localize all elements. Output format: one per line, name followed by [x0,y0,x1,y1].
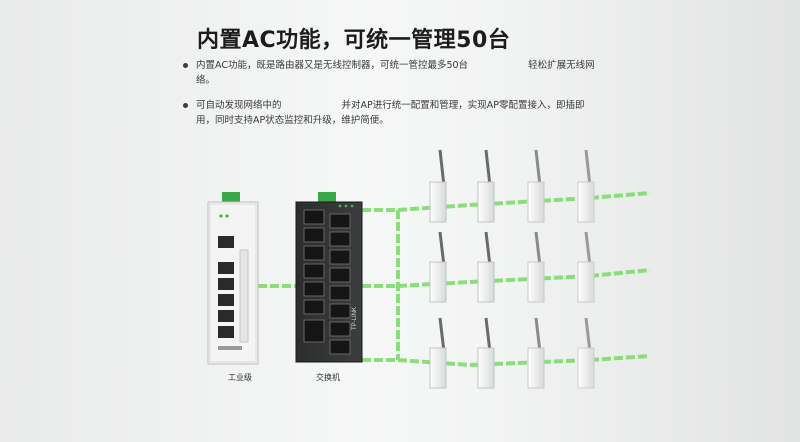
access-points [429,149,595,389]
feature-1-text-a: 内置AC功能，既是路由器又是无线控制器，可统一管控最多50台 [196,60,469,71]
ap-unit [527,231,545,303]
ap-unit [429,231,447,303]
switch-device [295,192,363,363]
ap-unit [577,231,595,303]
ap-unit [527,149,545,223]
feature-item-1: 内置AC功能，既是路由器又是无线控制器，可统一管控最多50台轻松扩展无线网络。 [182,58,602,88]
feature-item-2: 可自动发现网络中的并对AP进行统一配置和管理，实现AP零配置接入，即插即用，同时… [182,98,602,128]
page-title: 内置AC功能，可统一管理50台 [197,28,511,53]
feature-list: 内置AC功能，既是路由器又是无线控制器，可统一管控最多50台轻松扩展无线网络。 … [182,58,602,138]
ap-unit [577,317,595,389]
ap-unit [527,317,545,389]
feature-2-text-a: 可自动发现网络中的 [196,100,282,111]
router-device [207,192,259,365]
ap-unit [429,149,447,223]
switch-brand-label: TP-LINK [352,307,358,330]
ap-unit [577,149,595,223]
feature-1-text-b: 轻松扩展无线网络。 [196,60,595,86]
ap-unit [477,149,495,223]
ap-unit [429,317,447,389]
router-caption: 工业级 [228,373,252,382]
ap-unit [477,317,495,389]
switch-caption: 交换机 [316,373,340,382]
feature-2-text-b: 并对AP进行统一配置和管理，实现AP零配置接入，即插即用，同时支持AP状态监控和… [196,100,585,126]
ap-unit [477,231,495,303]
